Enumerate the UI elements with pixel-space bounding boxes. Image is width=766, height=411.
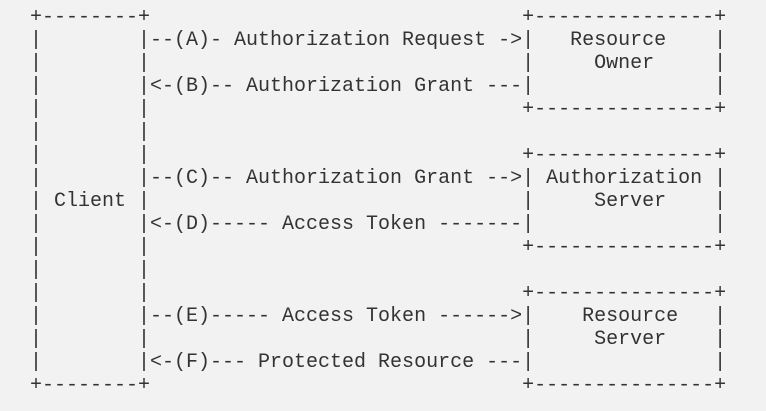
authorization-server-bottom-border-line: | | +---------------+ bbox=[30, 236, 727, 259]
client-label-line: | Client | | Server | bbox=[30, 190, 727, 213]
authorization-server-top-border-line: | | +---------------+ bbox=[30, 144, 727, 167]
resource-server-top-border-line: | | +---------------+ bbox=[30, 282, 727, 305]
access-token-request-line: | |--(E)----- Access Token ------>| Reso… bbox=[30, 305, 727, 328]
resource-server-label-line: | | | Server | bbox=[30, 328, 727, 351]
authorization-grant-request-line: | |--(C)-- Authorization Grant -->| Auth… bbox=[30, 167, 727, 190]
client-spacer-line: | | bbox=[30, 121, 151, 144]
resource-owner-bottom-border-line: | | +---------------+ bbox=[30, 98, 727, 121]
authorization-request-line: | |--(A)- Authorization Request ->| Reso… bbox=[30, 29, 727, 52]
client-box-bottom-border-line: +--------+ +---------------+ bbox=[30, 374, 727, 397]
protected-resource-response-line: | |<-(F)--- Protected Resource ---| | bbox=[30, 351, 727, 374]
client-spacer-line: | | bbox=[30, 259, 151, 282]
authorization-grant-response-line: | |<-(B)-- Authorization Grant ---| | bbox=[30, 75, 727, 98]
client-box-top-border-line: +--------+ +---------------+ bbox=[30, 6, 727, 29]
resource-owner-label-line: | | | Owner | bbox=[30, 52, 727, 75]
access-token-response-line: | |<-(D)----- Access Token -------| | bbox=[30, 213, 727, 236]
